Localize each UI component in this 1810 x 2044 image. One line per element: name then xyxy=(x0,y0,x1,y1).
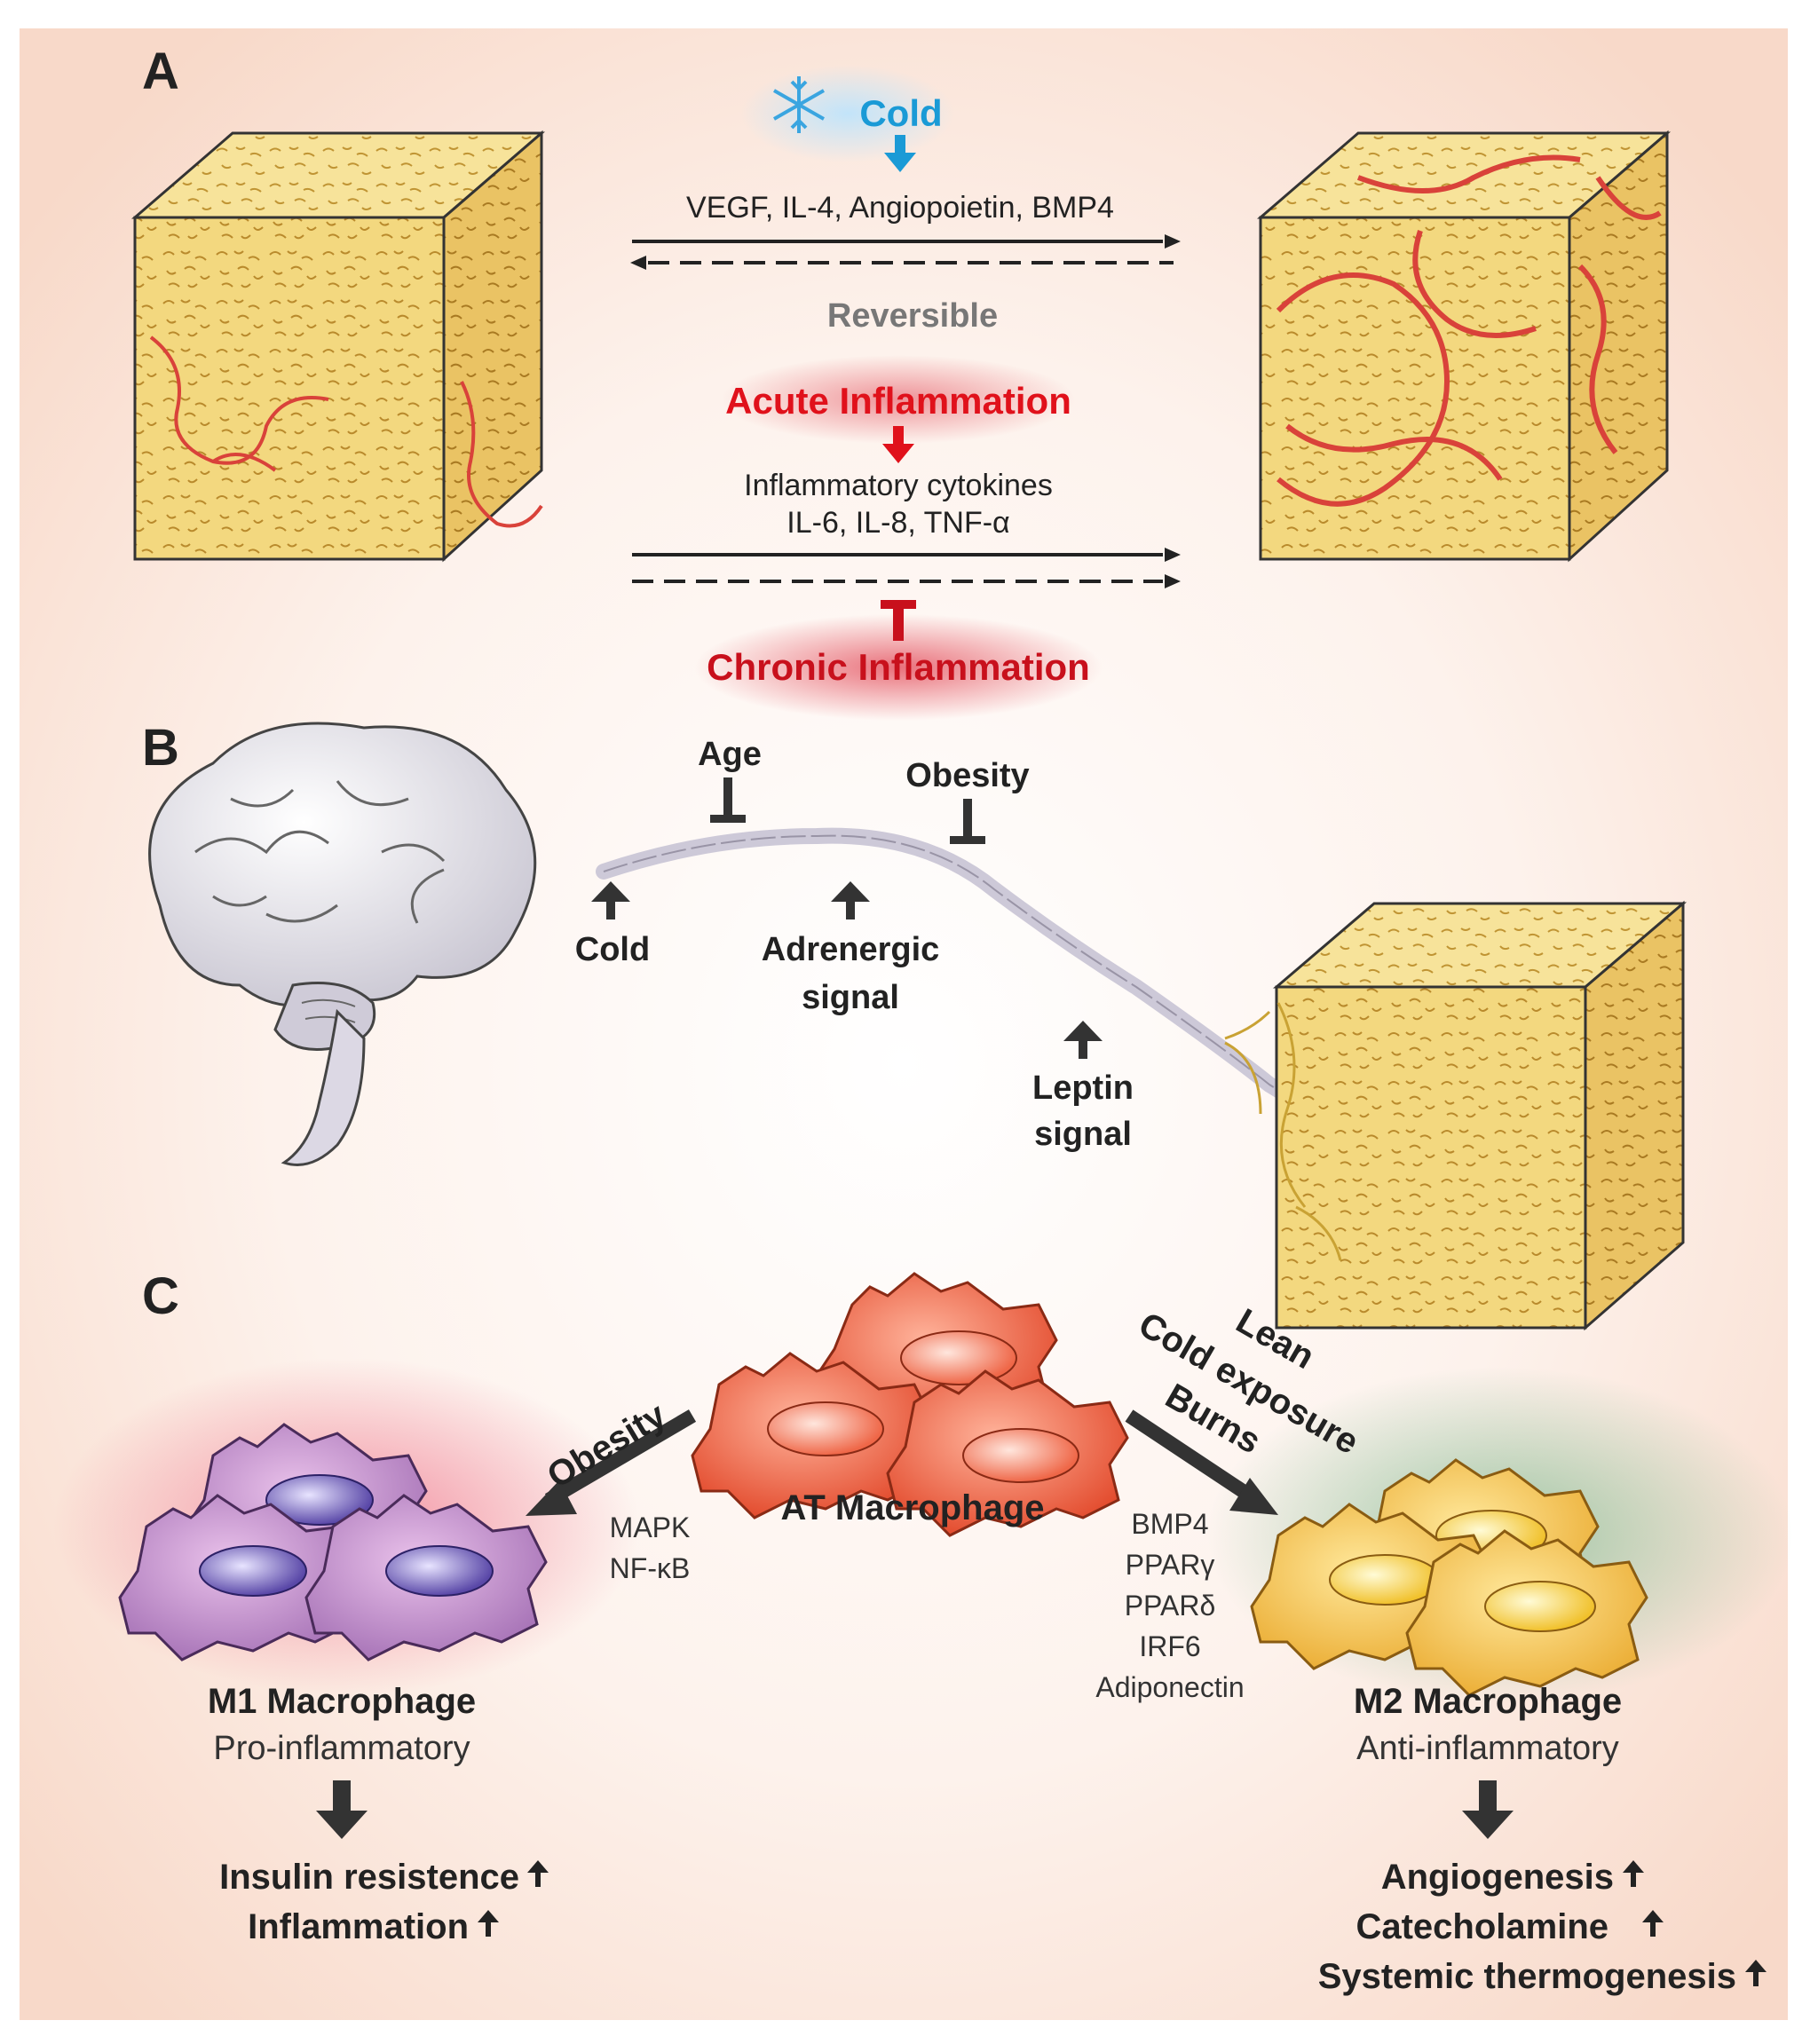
age-label: Age xyxy=(698,736,762,773)
chronic-glow xyxy=(694,614,1103,721)
solid-arrow-right-icon xyxy=(632,234,1181,249)
solid-arrow-right-icon xyxy=(632,548,1181,562)
cold-up-arrow-icon xyxy=(591,881,630,919)
m1-macrophage-cell-icon xyxy=(118,1423,548,1661)
adrenergic-line2: signal xyxy=(802,979,899,1016)
adrenergic-line1: Adrenergic xyxy=(762,931,940,968)
up-arrow-icon xyxy=(527,1860,549,1887)
m1-down-arrow-icon xyxy=(316,1780,368,1839)
leptin-line2: signal xyxy=(1034,1116,1132,1153)
macrophage-cell-icon xyxy=(691,1272,1129,1537)
acute-down-arrow-icon xyxy=(882,426,914,463)
up-arrow-icon xyxy=(1623,1860,1644,1887)
m1-pathway: NF-κB xyxy=(610,1552,691,1584)
dashed-arrow-left-icon xyxy=(630,256,1174,270)
panel-label-c: C xyxy=(142,1267,179,1325)
cold-label-a: Cold xyxy=(859,92,942,134)
fat-tissue-cube-icon xyxy=(1272,900,1687,1331)
blood-vessel-icon xyxy=(149,335,543,528)
leptin-line1: Leptin xyxy=(1032,1069,1134,1107)
m2-title: M2 Macrophage xyxy=(1354,1682,1622,1721)
snowflake-icon xyxy=(773,76,825,133)
leptin-up-arrow-icon xyxy=(1063,1021,1103,1059)
acute-inflammation-label: Acute Inflammation xyxy=(725,380,1071,422)
m1-outcome: Insulin resistence xyxy=(219,1858,519,1897)
m2-outcome: Systemic thermogenesis xyxy=(1318,1957,1736,1996)
m2-factor: PPARγ xyxy=(1126,1549,1215,1581)
m2-factor: IRF6 xyxy=(1139,1630,1200,1662)
fat-tissue-cube-icon xyxy=(1256,130,1672,563)
m2-subtitle: Anti-inflammatory xyxy=(1356,1730,1619,1767)
m2-macrophage-cell-icon xyxy=(1250,1458,1648,1697)
up-arrow-icon xyxy=(1745,1960,1767,1986)
m1-subtitle: Pro-inflammatory xyxy=(213,1730,470,1767)
age-inhibition-icon xyxy=(710,777,746,823)
panel-label-b: B xyxy=(142,719,179,777)
cold-down-arrow-icon xyxy=(884,135,916,172)
cytokines-line1: Inflammatory cytokines xyxy=(744,469,1053,502)
obesity-inhibition-icon xyxy=(950,799,985,844)
growth-factors-text: VEGF, IL-4, Angiopoietin, BMP4 xyxy=(686,191,1114,225)
dashed-arrow-right-icon xyxy=(632,574,1181,588)
brain-icon xyxy=(148,722,537,1166)
arrow-to-m1-icon xyxy=(526,1409,697,1516)
arrow-to-m2-icon xyxy=(1125,1409,1278,1515)
up-arrow-icon xyxy=(1642,1910,1664,1937)
m1-pathway: MAPK xyxy=(610,1511,691,1543)
m2-outcome: Angiogenesis xyxy=(1381,1858,1614,1897)
panel-label-a: A xyxy=(142,43,179,100)
cytokines-line2: IL-6, IL-8, TNF-α xyxy=(786,506,1009,540)
adrenergic-up-arrow-icon xyxy=(831,881,870,919)
m2-outcome: Catecholamine xyxy=(1356,1907,1608,1946)
m1-title: M1 Macrophage xyxy=(208,1682,476,1721)
obesity-label-b: Obesity xyxy=(905,757,1029,794)
at-macrophage-label: AT Macrophage xyxy=(780,1488,1044,1527)
inhibition-bar-icon xyxy=(881,600,916,641)
blood-vessel-icon xyxy=(1276,154,1662,507)
m2-factor: Adiponectin xyxy=(1095,1671,1244,1703)
reversible-label: Reversible xyxy=(827,297,998,335)
cold-label-b: Cold xyxy=(575,931,650,968)
m2-down-arrow-icon xyxy=(1462,1780,1514,1839)
up-arrow-icon xyxy=(478,1910,499,1937)
m1-outcome: Inflammation xyxy=(248,1907,469,1946)
fat-tissue-cube-icon xyxy=(130,130,546,563)
acute-glow xyxy=(721,355,1076,444)
chronic-inflammation-label: Chronic Inflammation xyxy=(707,646,1090,688)
m2-factor: PPARδ xyxy=(1125,1590,1216,1622)
m2-factor: BMP4 xyxy=(1131,1508,1208,1540)
